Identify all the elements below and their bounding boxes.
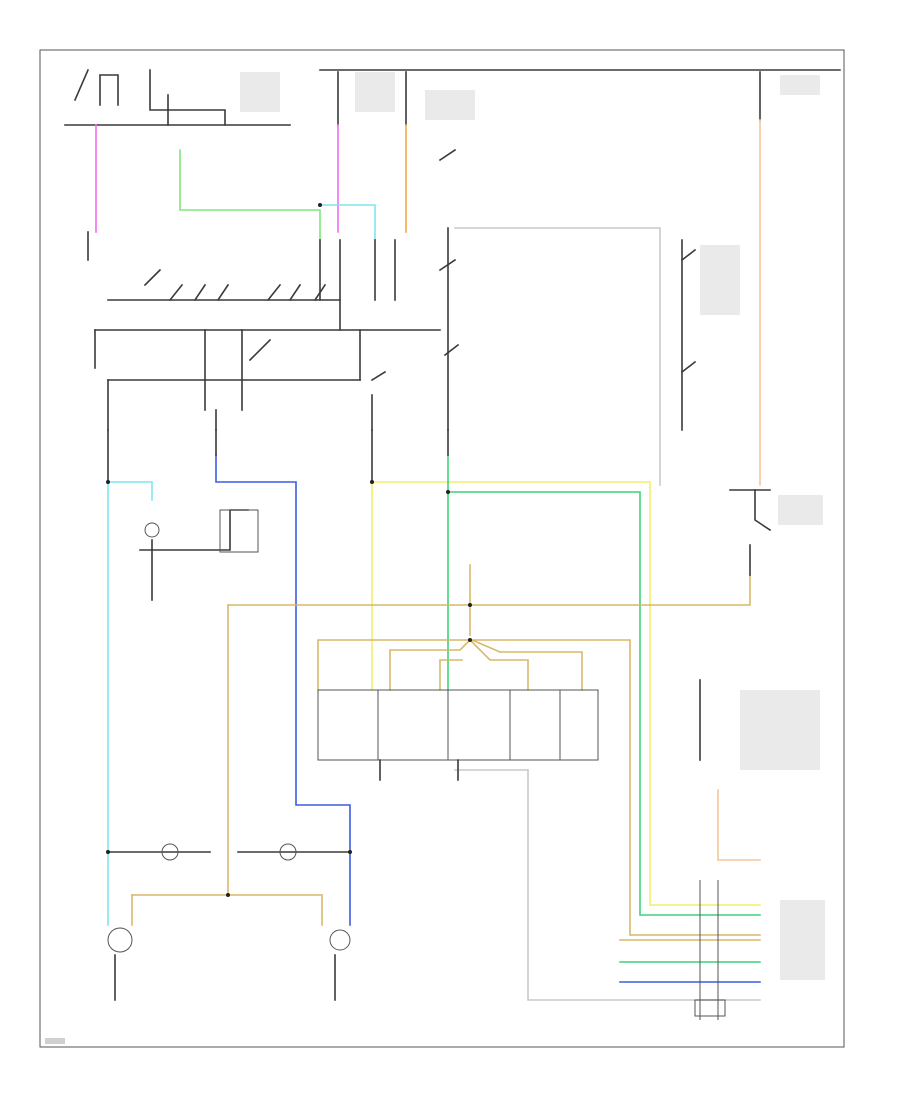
- junction-dots: [106, 203, 472, 897]
- diagram-frame: [39, 49, 845, 1048]
- wire-pink: [95, 124, 339, 233]
- wire-cyan: [107, 204, 376, 926]
- top-bus: [64, 68, 841, 126]
- wire-peach: [717, 119, 761, 861]
- wire-light-green: [179, 149, 321, 241]
- right-stack: [680, 239, 772, 576]
- component-labels: [45, 72, 825, 1044]
- wire-tan: [131, 564, 761, 941]
- bottom-lamps: [107, 843, 351, 1001]
- wire-blue: [215, 454, 761, 983]
- relay-module-bank: [317, 689, 599, 781]
- switch-bank: [87, 148, 460, 483]
- wire-green: [447, 454, 761, 963]
- wire-yellow: [371, 481, 761, 906]
- front-lamp-left: [139, 509, 259, 601]
- wire-light-gray: [454, 227, 761, 1001]
- junction-block: [694, 679, 726, 1020]
